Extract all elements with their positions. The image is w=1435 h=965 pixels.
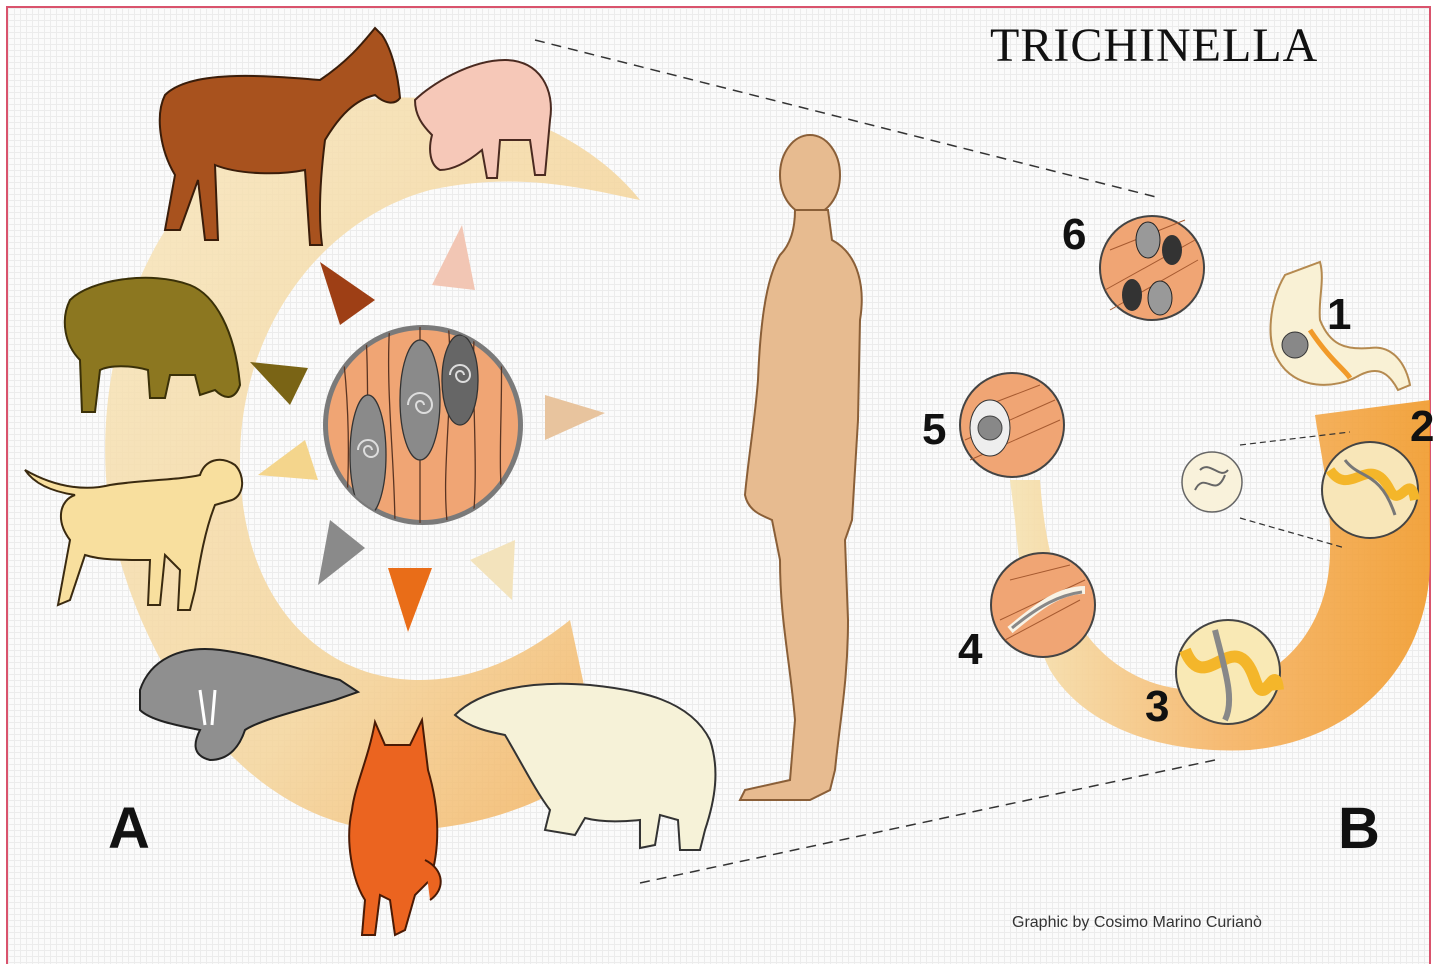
zoom-line-bottom bbox=[640, 760, 1215, 883]
stage-2-circle bbox=[1322, 442, 1418, 538]
stage-3-circle bbox=[1176, 620, 1280, 724]
stage-label-4: 4 bbox=[958, 625, 982, 675]
stage-label-3: 3 bbox=[1145, 682, 1169, 732]
diagram-title: TRICHINELLA bbox=[990, 18, 1318, 73]
adult-worms-small-circle bbox=[1182, 452, 1242, 512]
stage-4-circle bbox=[991, 553, 1095, 657]
muscle-cyst-circle bbox=[323, 320, 523, 530]
stage-5-circle bbox=[960, 373, 1064, 477]
stage-label-1: 1 bbox=[1327, 290, 1351, 340]
stage-label-2: 2 bbox=[1410, 402, 1434, 452]
graphic-credit: Graphic by Cosimo Marino Curianò bbox=[1012, 914, 1262, 932]
panel-b-label: B bbox=[1338, 795, 1380, 862]
stage-6-circle bbox=[1100, 216, 1204, 320]
human-figure-icon bbox=[740, 135, 862, 800]
panel-a-label: A bbox=[108, 795, 150, 862]
stage-label-5: 5 bbox=[922, 405, 946, 455]
stage-label-6: 6 bbox=[1062, 210, 1086, 260]
